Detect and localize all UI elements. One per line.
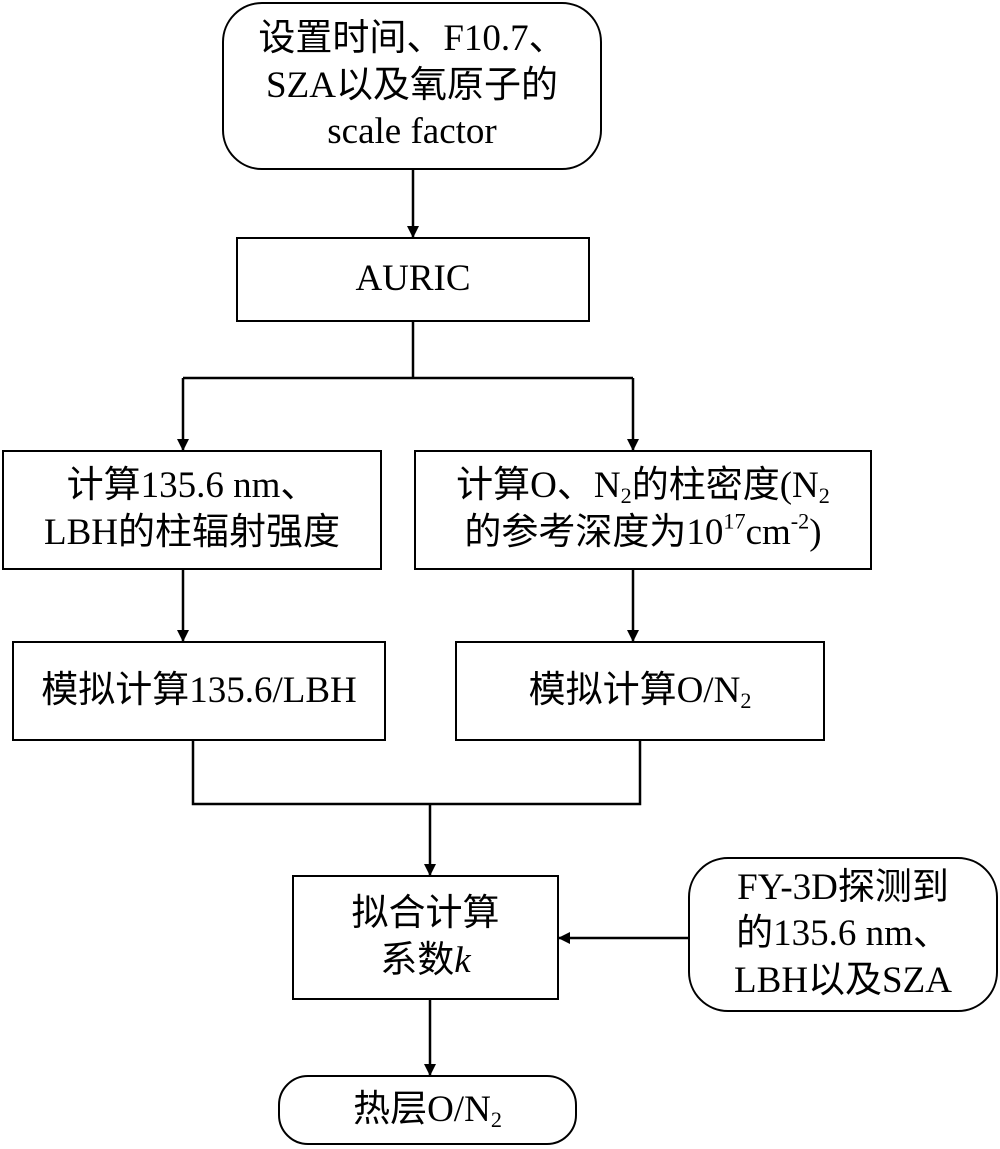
auric-label: AURIC [355,258,471,300]
auric-node: AURIC [236,237,590,322]
output-node: 热层O/N2 [278,1075,577,1145]
fit-node: 拟合计算 系数k [292,875,559,1000]
right-calc-line-2: 的参考深度为1017cm-2) [464,508,822,553]
input-line-1: 设置时间、F10.7、 [258,18,566,60]
obs-line-3: LBH以及SZA [734,959,952,1001]
obs-line-2: 的135.6 nm、 [736,913,950,955]
sim-left-node: 模拟计算135.6/LBH [12,641,386,741]
output-label: 热层O/N2 [353,1088,502,1132]
observation-node: FY-3D探测到 的135.6 nm、 LBH以及SZA [688,857,998,1012]
right-calc-line-1: 计算O、N2的柱密度(N2 [456,465,830,509]
line-merge [191,741,642,806]
input-parameters-node: 设置时间、F10.7、 SZA以及氧原子的 scale factor [222,2,602,170]
sim-right-label: 模拟计算O/N2 [528,669,752,713]
right-calc-node: 计算O、N2的柱密度(N2 的参考深度为1017cm-2) [414,450,872,570]
fit-line-1: 拟合计算 [351,892,500,934]
obs-line-1: FY-3D探测到 [737,866,949,908]
input-line-3: scale factor [327,111,497,153]
sim-right-node: 模拟计算O/N2 [455,641,825,741]
left-calc-line-2: LBH的柱辐射强度 [44,512,340,553]
left-calc-node: 计算135.6 nm、 LBH的柱辐射强度 [2,450,382,570]
left-calc-line-1: 计算135.6 nm、 [66,465,318,507]
sim-left-label: 模拟计算135.6/LBH [41,669,357,711]
fit-line-2: 系数k [380,939,471,981]
input-line-2: SZA以及氧原子的 [266,64,558,106]
